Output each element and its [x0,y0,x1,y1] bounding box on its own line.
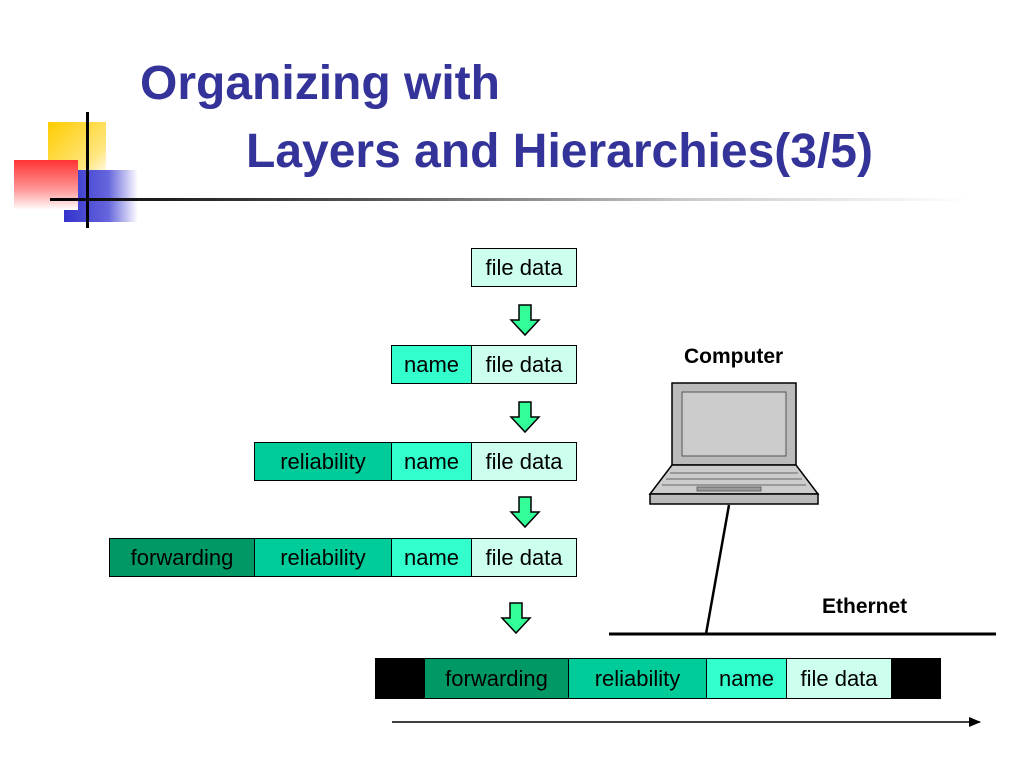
down-arrow-icon [509,496,541,529]
cell-frame-trailer [891,658,941,699]
down-arrow-icon [500,602,532,635]
cell-name-row3: name [391,442,472,481]
cell-name-row2: name [391,345,472,384]
page-title-line-2: Layers and Hierarchies(3/5) [246,125,873,178]
cell-frame-header [375,658,425,699]
page-title-line-1: Organizing with [140,57,500,110]
cell-name-row5: name [706,658,787,699]
cell-file-data-row5: file data [786,658,892,699]
decor-vertical-line [86,112,89,228]
decor-red-square [14,160,78,210]
down-arrow-icon [509,401,541,434]
laptop-computer-icon [648,382,820,505]
computer-label: Computer [684,345,784,368]
cell-file-data-row2: file data [471,345,577,384]
cell-file-data-row4: file data [471,538,577,577]
cell-reliability-row3: reliability [254,442,392,481]
cell-reliability-row5: reliability [568,658,707,699]
cell-name-row4: name [391,538,472,577]
cell-reliability-row4: reliability [254,538,392,577]
cell-file-data-row1: file data [471,248,577,287]
cell-file-data-row3: file data [471,442,577,481]
cell-forwarding-row5: forwarding [424,658,569,699]
network-cable [704,504,731,635]
title-rule [50,198,970,201]
ethernet-label: Ethernet [822,595,908,618]
down-arrow-icon [509,304,541,337]
cell-forwarding-row4: forwarding [109,538,255,577]
